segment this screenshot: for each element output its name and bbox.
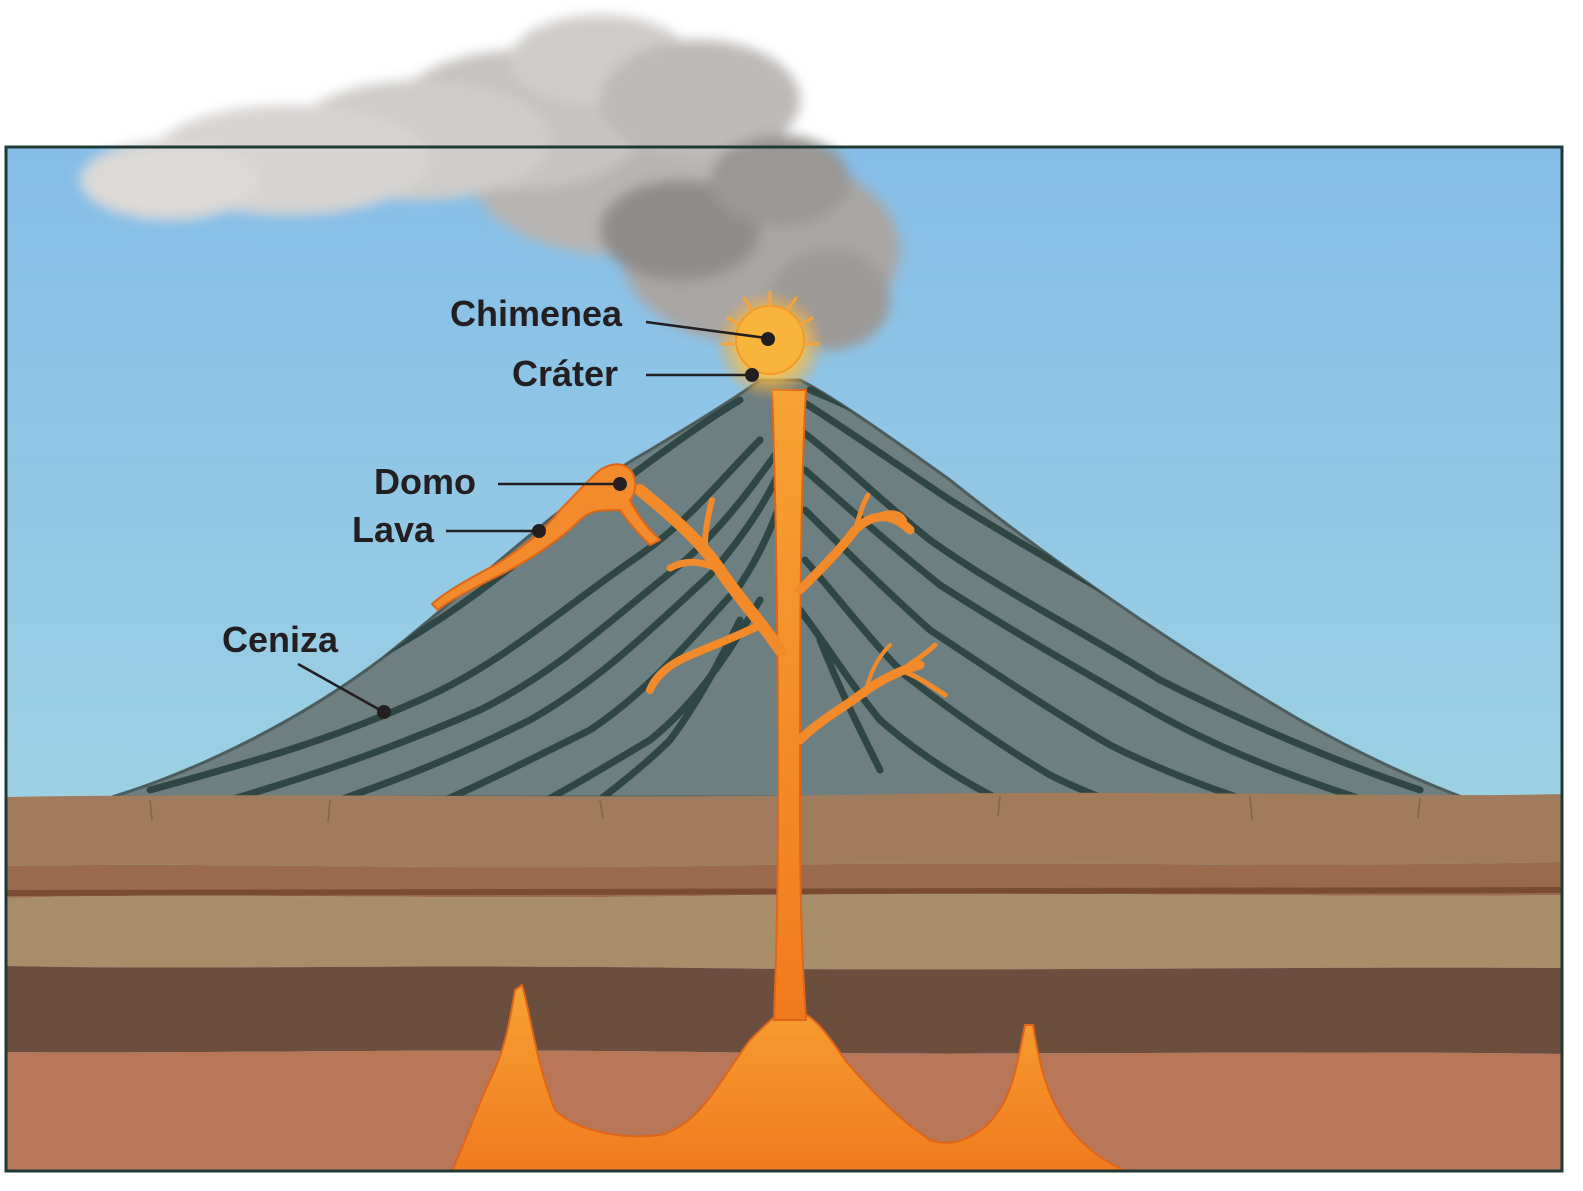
main-conduit — [770, 389, 808, 1021]
label-lava-text: Lava — [352, 509, 435, 550]
label-domo-text: Domo — [374, 461, 476, 502]
label-crater-text: Cráter — [512, 353, 618, 394]
label-ceniza: Ceniza — [222, 619, 391, 719]
label-lava: Lava — [352, 509, 546, 550]
lava-marker — [532, 524, 546, 538]
chimenea-marker — [761, 332, 775, 346]
domo-marker — [613, 477, 627, 491]
ceniza-leader-line — [297, 662, 381, 712]
smoke-plume — [80, 15, 900, 350]
label-domo: Domo — [374, 461, 627, 502]
chimenea-leader-line — [645, 320, 767, 340]
label-chimenea-text: Chimenea — [450, 293, 623, 334]
label-ceniza-text: Ceniza — [222, 619, 339, 660]
label-chimenea: Chimenea — [450, 293, 775, 346]
ceniza-marker — [377, 705, 391, 719]
crater-marker — [745, 368, 759, 382]
dome-and-lava-flow — [430, 463, 662, 612]
diagram-frame — [4, 145, 1564, 1173]
side-dikes — [634, 484, 948, 745]
label-crater: Cráter — [512, 353, 759, 394]
